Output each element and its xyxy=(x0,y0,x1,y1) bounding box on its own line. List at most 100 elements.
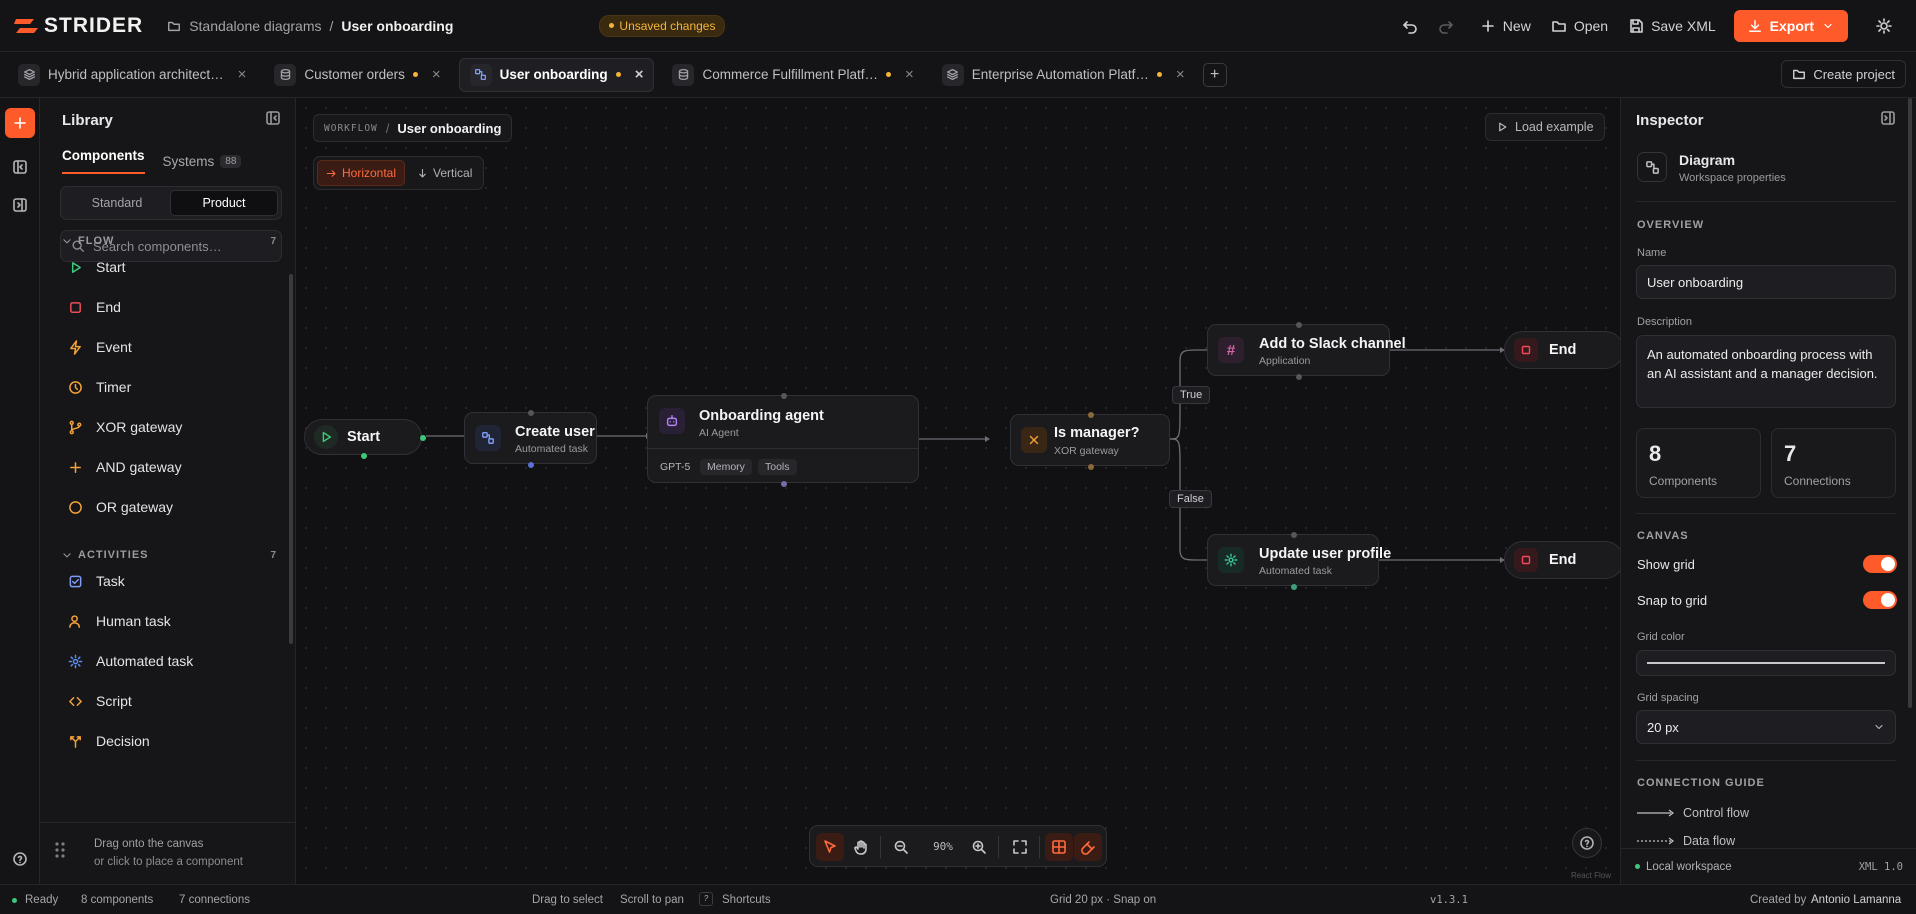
grid-spacing-select[interactable]: 20 px xyxy=(1636,710,1896,744)
tab-customer-orders[interactable]: Customer orders × xyxy=(264,58,450,92)
export-button[interactable]: Export xyxy=(1733,10,1848,42)
port[interactable] xyxy=(1296,374,1302,380)
library-item-task[interactable]: Task xyxy=(64,570,125,592)
zoom-in-button[interactable] xyxy=(965,833,993,861)
pan-tool-button[interactable] xyxy=(847,833,875,861)
zoom-level[interactable]: 90% xyxy=(933,840,953,853)
snap-to-grid-toggle[interactable] xyxy=(1863,591,1897,609)
node-is-manager[interactable]: Is manager? XOR gateway xyxy=(1010,412,1170,470)
grid-spacing-label: Grid spacing xyxy=(1637,692,1699,704)
port[interactable] xyxy=(1088,464,1094,470)
stop-icon xyxy=(1514,338,1538,362)
collapse-library-button[interactable] xyxy=(265,110,281,126)
edge-label-false[interactable]: False xyxy=(1169,490,1212,508)
segment-product[interactable]: Product xyxy=(170,190,278,216)
save-xml-button[interactable]: Save XML xyxy=(1618,10,1726,42)
port[interactable] xyxy=(781,481,787,487)
library-item-script[interactable]: Script xyxy=(64,690,132,712)
show-grid-toggle[interactable] xyxy=(1863,555,1897,573)
port[interactable] xyxy=(420,435,426,441)
toggle-inspector-button[interactable] xyxy=(7,192,33,218)
port[interactable] xyxy=(1088,412,1094,418)
tab-components[interactable]: Components xyxy=(62,148,145,174)
tab-close-button[interactable]: × xyxy=(431,66,441,83)
segment-standard[interactable]: Standard xyxy=(91,196,143,210)
redo-icon xyxy=(1439,21,1453,34)
orientation-vertical[interactable]: Vertical xyxy=(409,160,480,186)
tab-hybrid-architecture[interactable]: Hybrid application architect… × xyxy=(8,58,256,92)
theme-toggle-button[interactable] xyxy=(1866,10,1902,42)
author-name[interactable]: Antonio Lamanna xyxy=(1811,894,1902,906)
description-field[interactable]: An automated onboarding process with an … xyxy=(1636,335,1896,408)
tab-commerce-fulfillment[interactable]: Commerce Fulfillment Platf… × xyxy=(662,58,923,92)
create-project-button[interactable]: Create project xyxy=(1781,60,1906,88)
library-item-human-task[interactable]: Human task xyxy=(64,610,171,632)
port[interactable] xyxy=(528,410,534,416)
select-tool-button[interactable] xyxy=(816,833,844,861)
node-subtitle: AI Agent xyxy=(699,427,739,439)
tab-close-button[interactable]: × xyxy=(237,66,247,83)
fit-view-button[interactable] xyxy=(1006,833,1034,861)
snap-toggle-button[interactable] xyxy=(1074,833,1102,861)
port[interactable] xyxy=(1296,322,1302,328)
node-update-user-profile[interactable]: Update user profile Automated task xyxy=(1207,532,1391,590)
port[interactable] xyxy=(361,453,367,459)
tab-close-button[interactable]: × xyxy=(1175,66,1185,83)
attribution[interactable]: React Flow xyxy=(1571,871,1612,880)
port[interactable] xyxy=(1291,532,1297,538)
tab-close-button[interactable]: × xyxy=(905,66,914,83)
port[interactable] xyxy=(1291,584,1297,590)
library-item-end[interactable]: End xyxy=(64,296,121,318)
name-field[interactable]: User onboarding xyxy=(1636,265,1896,299)
inspector-scrollbar[interactable] xyxy=(1908,98,1912,708)
shortcuts-link[interactable]: Shortcuts xyxy=(722,894,771,906)
port[interactable] xyxy=(528,462,534,468)
app-logo[interactable]: STRIDER xyxy=(12,14,143,38)
zoom-out-button[interactable] xyxy=(887,833,915,861)
library-item-event[interactable]: Event xyxy=(64,336,132,358)
library-scrollbar[interactable] xyxy=(289,274,293,644)
breadcrumb-parent[interactable]: Standalone diagrams xyxy=(189,17,322,34)
section-flow[interactable]: FLOW 7 xyxy=(62,235,277,247)
node-add-to-slack[interactable]: # Add to Slack channel Application xyxy=(1207,322,1406,380)
library-footer: Drag onto the canvas or click to place a… xyxy=(40,822,295,884)
toggle-library-button[interactable] xyxy=(7,154,33,180)
library-item-xor-gateway[interactable]: XOR gateway xyxy=(64,416,182,438)
node-onboarding-agent[interactable]: Onboarding agent AI Agent GPT-5 Memory T… xyxy=(647,393,919,487)
orientation-horizontal[interactable]: Horizontal xyxy=(317,160,406,186)
collapse-inspector-button[interactable] xyxy=(1880,110,1896,126)
tab-close-button[interactable]: × xyxy=(634,66,644,83)
library-item-start[interactable]: Start xyxy=(64,256,126,278)
library-item-or-gateway[interactable]: OR gateway xyxy=(64,496,173,518)
add-tab-button[interactable]: + xyxy=(1202,62,1227,87)
node-end-bottom[interactable]: End xyxy=(1504,541,1620,579)
load-example-button[interactable]: Load example xyxy=(1485,113,1605,141)
library-item-decision[interactable]: Decision xyxy=(64,730,150,752)
edge-label-true[interactable]: True xyxy=(1172,386,1211,404)
status-components: 8 components xyxy=(81,894,154,906)
diagram-canvas[interactable]: WORKFLOW / User onboarding Horizontal Ve… xyxy=(296,98,1620,884)
undo-button[interactable] xyxy=(1392,10,1428,42)
search-input[interactable] xyxy=(93,238,273,254)
grid-color-picker[interactable] xyxy=(1636,650,1896,676)
port[interactable] xyxy=(781,393,787,399)
status-grid: Grid 20 px · Snap on xyxy=(1050,894,1157,906)
section-activities[interactable]: ACTIVITIES 7 xyxy=(62,549,277,561)
redo-button[interactable] xyxy=(1428,10,1464,42)
new-button[interactable]: New xyxy=(1470,10,1541,42)
canvas-help-button[interactable] xyxy=(1572,828,1602,858)
grid-toggle-button[interactable] xyxy=(1045,833,1073,861)
add-component-button[interactable] xyxy=(5,108,35,138)
library-item-timer[interactable]: Timer xyxy=(64,376,131,398)
open-button[interactable]: Open xyxy=(1541,10,1618,42)
node-start[interactable]: Start xyxy=(304,419,426,459)
tab-user-onboarding[interactable]: User onboarding × xyxy=(458,57,655,92)
help-button[interactable] xyxy=(7,846,33,872)
library-item-and-gateway[interactable]: AND gateway xyxy=(64,456,182,478)
node-end-top[interactable]: End xyxy=(1504,331,1620,369)
library-item-automated-task[interactable]: Automated task xyxy=(64,650,193,672)
node-create-user[interactable]: Create user Automated task xyxy=(464,410,597,468)
tab-enterprise-automation[interactable]: Enterprise Automation Platf… × xyxy=(932,58,1195,92)
